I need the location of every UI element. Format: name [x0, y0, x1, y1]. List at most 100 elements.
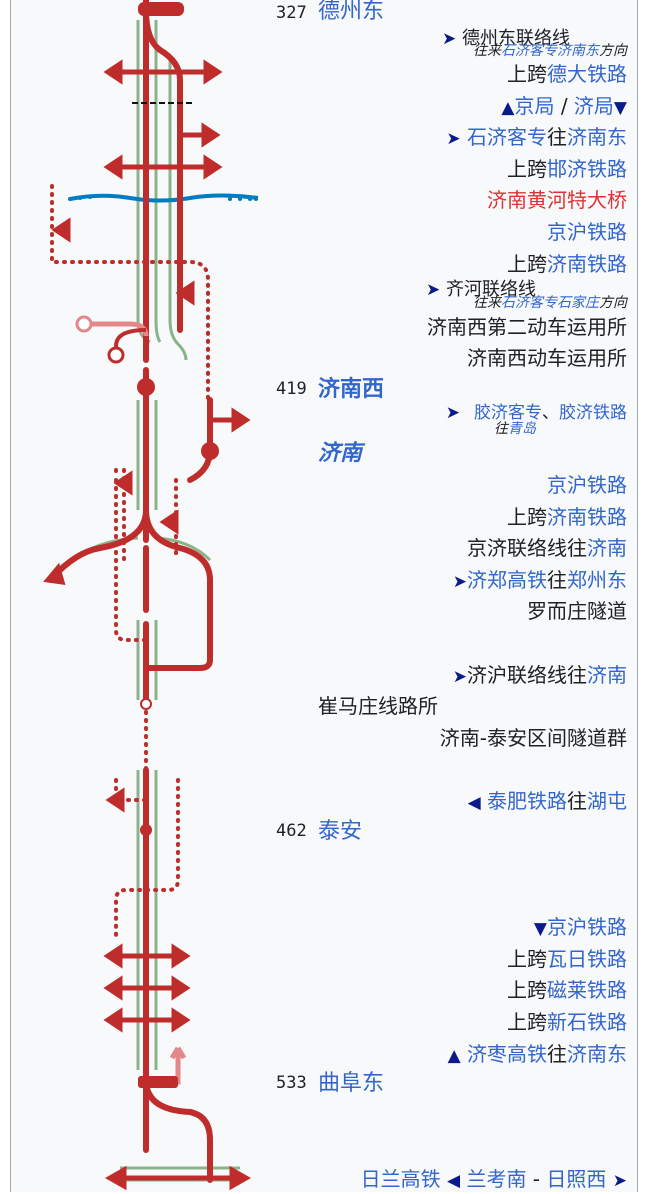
arrow-right-icon: ➤: [452, 667, 467, 687]
row-jinghu-2[interactable]: 京沪铁路: [547, 473, 627, 497]
trunk-dezhou-branch: [143, 7, 183, 333]
station-dezhoudong[interactable]: 德州东: [318, 0, 385, 24]
station-taian-marker: [140, 824, 152, 836]
station-jinan-marker: [201, 442, 219, 460]
crossing-cilai-arrow-l: [103, 975, 123, 1001]
arrow-up-icon: ▲: [447, 1046, 461, 1066]
crossing-deda-arrow-r: [203, 59, 223, 85]
main-line: [49, 0, 213, 1183]
arrow-up-icon: ▲: [501, 98, 515, 118]
row-deda: 上跨德大铁路: [507, 62, 627, 86]
dotted-lines: [50, 184, 210, 942]
station-markers: [137, 2, 219, 1088]
arrow-jihu: [159, 509, 179, 535]
row-jinan-rail-1: 上跨济南铁路: [507, 252, 627, 276]
arrow-right-icon: ➤: [445, 403, 460, 423]
row-jiaoji-sub: 往青岛: [494, 421, 536, 437]
row-bureau-boundary: ▲京局 / 济局▼: [320, 93, 627, 121]
row-jiaoji: ➤胶济客专、胶济铁路: [445, 403, 627, 423]
dotted-taian-west: [114, 778, 152, 802]
arrow-right-icon: ➤: [446, 129, 461, 149]
trunk-jinan-branch: [49, 507, 149, 581]
row-xinshi: 上跨新石铁路: [507, 1010, 627, 1034]
crossing-lines: [43, 59, 252, 1191]
row-jinghu-1[interactable]: 京沪铁路: [547, 220, 627, 244]
planned-jizao-up: [169, 1046, 187, 1060]
arrow-qihe: [175, 280, 195, 306]
km-dezhoudong: 327: [276, 3, 307, 23]
station-cuimazhuang-marker: [140, 698, 152, 710]
crossing-wari-arrow-r: [171, 943, 191, 969]
row-qihe-sub: 往来石济客专石家庄方向: [473, 295, 627, 311]
crossing-rilan-arrow-r: [229, 1165, 252, 1191]
crossing-deda-arrow-l: [103, 59, 123, 85]
arrow-up-left-icon: ➤: [452, 572, 467, 592]
arrow-jingji: [113, 470, 133, 496]
trunk-right-branch: [143, 507, 213, 671]
row-luoerzhuang: 罗而庄隧道: [527, 599, 627, 623]
crossing-wari-arrow-l: [103, 943, 123, 969]
row-taifei: ◀ 泰肥铁路往湖屯: [320, 788, 627, 816]
side-track-right-top: [154, 20, 162, 343]
crossing-xinshi-arrow-r: [171, 1007, 191, 1033]
row-cuimazhuang: 崔马庄线路所: [318, 694, 438, 718]
east-branch: [187, 397, 213, 483]
station-qufudong[interactable]: 曲阜东: [318, 1071, 385, 1096]
row-jinan-rail-2: 上跨济南铁路: [507, 505, 627, 529]
branch-qufu: [143, 1077, 213, 1183]
row-jizheng: ➤济郑高铁往郑州东: [320, 567, 627, 595]
yellow-river-line: [69, 193, 259, 203]
arrow-down-icon: ▼: [613, 98, 627, 118]
station-taian[interactable]: 泰安: [318, 819, 363, 844]
crossing-jiaoji-arrow: [231, 407, 251, 433]
km-taian: 462: [276, 821, 307, 841]
row-dezhoudong-link: ➤ 德州东联络线: [320, 26, 570, 52]
station-jinan[interactable]: 济南: [318, 441, 363, 466]
dotted-taian-loop: [114, 778, 180, 942]
side-track-right2: [168, 60, 188, 361]
row-hanji: 上跨邯济铁路: [507, 157, 627, 181]
km-jinanxi: 419: [276, 379, 307, 399]
arrow-down-icon: ▼: [533, 919, 547, 939]
arrow-left-icon: ◀: [447, 1171, 461, 1191]
station-jinanxi[interactable]: 济南西: [318, 377, 385, 402]
row-jingji-link: 京济联络线往济南: [467, 536, 627, 560]
depot-terminal: [107, 346, 125, 364]
depot-spur: [114, 328, 147, 348]
row-shiji: ➤ 石济客专往济南东: [320, 124, 627, 152]
station-jinanxi-marker: [137, 378, 155, 396]
arrow-jinan-sw: [43, 562, 66, 586]
arrow-right-icon: ➤: [612, 1171, 627, 1191]
row-tunnels: 济南-泰安区间隧道群: [439, 726, 627, 750]
crossing-shiji-arrow: [201, 122, 221, 148]
row-jizao: ▲ 济枣高铁往济南东: [320, 1041, 627, 1069]
arrow-up-left-icon: ➤: [426, 280, 441, 300]
row-cilai: 上跨磁莱铁路: [507, 978, 627, 1002]
row-rilan: 日兰高铁 ◀ 兰考南 - 日照西 ➤: [320, 1166, 627, 1194]
dotted-connect-jinan: [114, 478, 148, 642]
qihe-link-terminal: [75, 315, 93, 333]
row-jihu-link: ➤济沪联络线往济南: [320, 662, 627, 690]
row-depot2: 济南西第二动车运用所: [427, 315, 627, 339]
row-wari: 上跨瓦日铁路: [507, 947, 627, 971]
arrow-left-icon: ◀: [467, 793, 481, 813]
crossing-hanji-arrow-r: [203, 154, 223, 180]
planned-qihe: [90, 321, 149, 337]
crossing-cilai-arrow-r: [171, 975, 191, 1001]
crossing-xinshi-arrow-l: [103, 1007, 123, 1033]
arrow-west: [51, 217, 71, 243]
row-qihe-link: ➤ 齐河联络线: [320, 277, 536, 303]
km-qufudong: 533: [276, 1073, 307, 1093]
row-huanghe-bridge[interactable]: 济南黄河特大桥: [487, 188, 627, 212]
arrow-taifei: [105, 787, 125, 813]
station-dezhoudong-marker: [138, 2, 184, 16]
row-jinghu-3: ▼京沪铁路: [320, 914, 627, 942]
station-qufudong-marker: [138, 1076, 178, 1088]
row-depot1: 济南西动车运用所: [467, 346, 627, 370]
row-dezhoudong-link-sub: 往来石济客专济南东方向: [473, 43, 627, 59]
river-dots: [68, 195, 258, 201]
crossing-hanji-arrow-l: [103, 154, 123, 180]
arrow-up-left-icon: ➤: [442, 29, 457, 49]
